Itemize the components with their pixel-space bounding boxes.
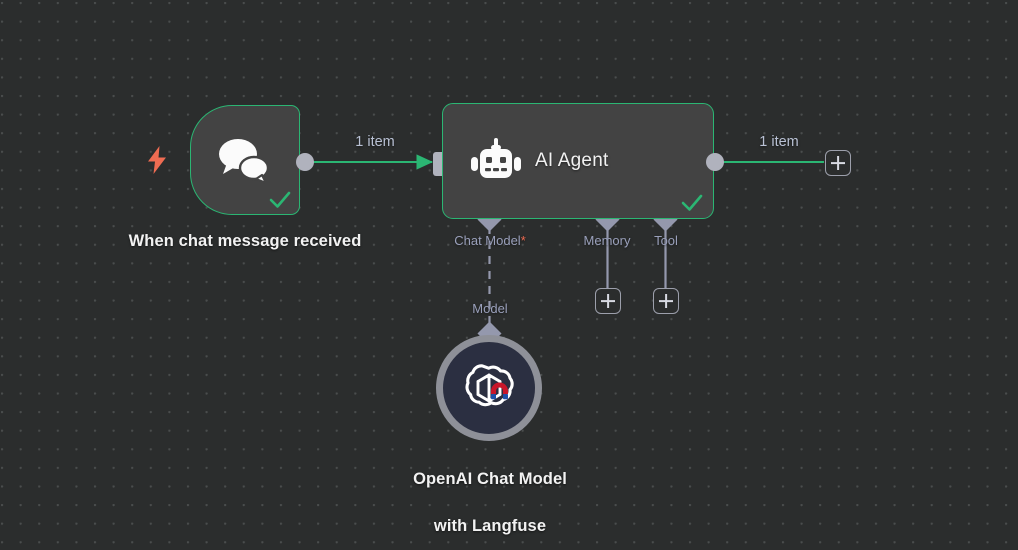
node-title-ai-agent: AI Agent: [535, 150, 609, 171]
node-label-openai-line-1: OpenAI Chat Model: [413, 470, 567, 489]
chat-bubbles-icon: [219, 139, 270, 184]
status-check-icon: [681, 194, 703, 211]
add-memory-button[interactable]: [595, 288, 621, 314]
openai-logo-icon: [465, 364, 514, 407]
agent-output-port[interactable]: [706, 153, 724, 171]
node-ai-agent[interactable]: AI Agent: [442, 103, 714, 219]
sub-port-label-memory[interactable]: Memory: [583, 233, 631, 248]
node-label-openai-chat-model: OpenAI Chat Model with Langfuse: [370, 445, 610, 550]
node-label-trigger: When chat message received: [128, 232, 362, 250]
trigger-output-port[interactable]: [296, 153, 314, 171]
sub-port-label-chat-model[interactable]: Chat Model*: [405, 233, 575, 248]
sub-port-label-chat-model-text: Chat Model: [454, 233, 521, 248]
node-when-chat-message-received[interactable]: [190, 105, 300, 215]
node-openai-chat-model[interactable]: [436, 335, 542, 441]
add-node-button-main[interactable]: [825, 150, 851, 176]
status-check-icon: [269, 191, 291, 208]
robot-icon: [471, 138, 521, 178]
lightning-bolt-icon: [148, 146, 166, 174]
sub-port-label-tool[interactable]: Tool: [654, 233, 678, 248]
required-marker-icon: *: [520, 233, 526, 248]
edge-label-model: Model: [472, 301, 508, 316]
node-label-openai-line-2: with Langfuse: [433, 517, 547, 536]
add-tool-button[interactable]: [653, 288, 679, 314]
edge-items-label-trigger-agent: 1 item: [355, 134, 395, 150]
edge-items-label-agent-next: 1 item: [759, 134, 799, 150]
magnet-icon: [491, 382, 508, 400]
